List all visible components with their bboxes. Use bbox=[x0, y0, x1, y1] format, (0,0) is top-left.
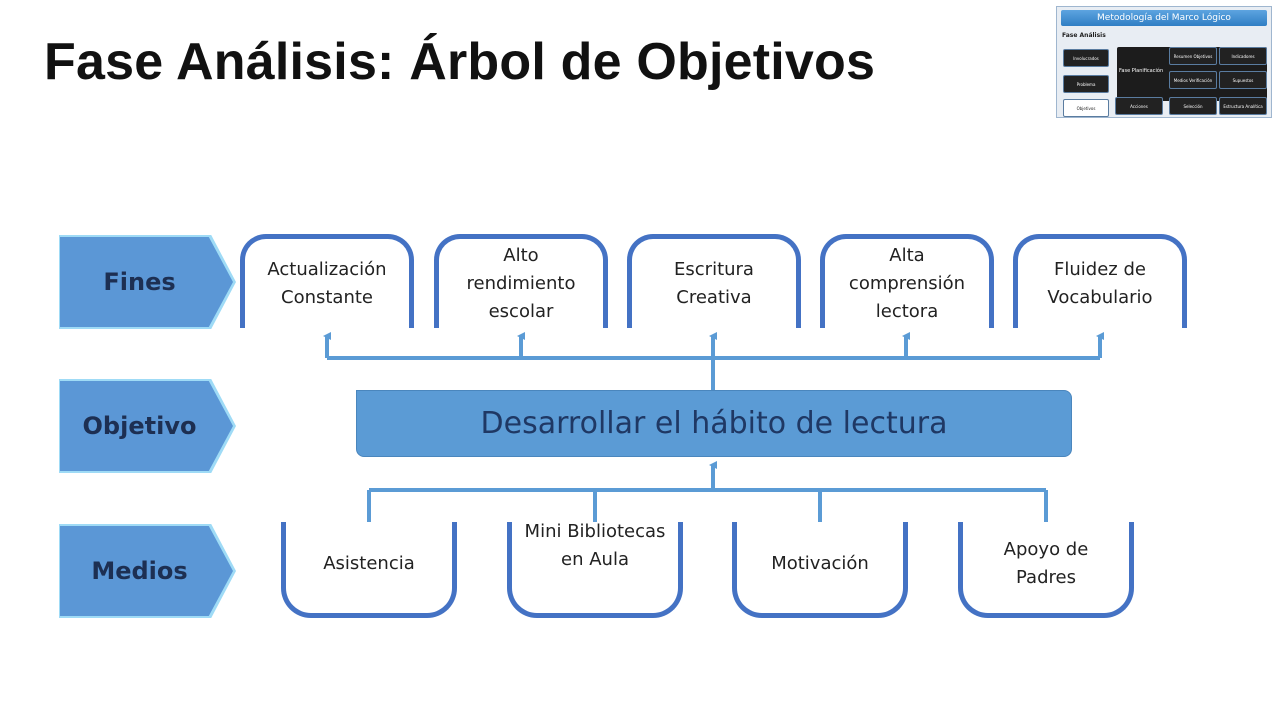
medio-box-2: Mini Bibliotecas en Aula bbox=[507, 521, 683, 618]
fin-label: Alto rendimiento escolar bbox=[466, 244, 576, 322]
medio-label: Mini Bibliotecas en Aula bbox=[524, 521, 666, 570]
thumbnail-phase-planning: Fase Planificación bbox=[1117, 51, 1165, 91]
fin-label: Alta comprensión lectora bbox=[848, 244, 966, 322]
thumbnail-item-acciones: Acciones bbox=[1115, 97, 1163, 115]
medio-label: Motivación bbox=[771, 553, 869, 574]
thumbnail-item-resumen: Resumen Objetivos bbox=[1169, 47, 1217, 65]
fin-box-4: Alta comprensión lectora bbox=[820, 234, 994, 328]
fin-box-3: Escritura Creativa bbox=[627, 234, 801, 328]
medio-box-3: Motivación bbox=[732, 522, 908, 618]
thumbnail-item-involucrados: Involucrados bbox=[1063, 49, 1109, 67]
fin-box-2: Alto rendimiento escolar bbox=[434, 234, 608, 328]
methodology-thumbnail: Metodología del Marco Lógico Fase Anális… bbox=[1056, 6, 1272, 118]
thumbnail-header: Metodología del Marco Lógico bbox=[1061, 10, 1267, 26]
thumbnail-item-medios-verificacion: Medios Verificación bbox=[1169, 71, 1217, 89]
page-title: Fase Análisis: Árbol de Objetivos bbox=[44, 33, 876, 91]
fin-label: Fluidez de Vocabulario bbox=[1047, 258, 1153, 308]
thumbnail-item-indicadores: Indicadores bbox=[1219, 47, 1267, 65]
thumbnail-item-estructura: Estructura Analítica bbox=[1219, 97, 1267, 115]
thumbnail-item-objetivos: Objetivos bbox=[1063, 99, 1109, 117]
thumbnail-phase-analysis: Fase Análisis bbox=[1062, 32, 1106, 39]
medio-label: Asistencia bbox=[323, 553, 415, 574]
fin-label: Actualización Constante bbox=[267, 258, 387, 308]
medio-label: Apoyo de Padres bbox=[1003, 539, 1089, 588]
thumbnail-item-problema: Problema bbox=[1063, 75, 1109, 93]
row-label-objetivo: Objetivo bbox=[60, 381, 233, 471]
row-label-fines: Fines bbox=[60, 237, 233, 327]
objective-box: Desarrollar el hábito de lectura bbox=[356, 390, 1072, 457]
medio-box-4: Apoyo de Padres bbox=[958, 522, 1134, 618]
thumbnail-item-seleccion: Selección bbox=[1169, 97, 1217, 115]
row-label-medios: Medios bbox=[60, 526, 233, 616]
fin-label: Escritura Creativa bbox=[674, 258, 754, 308]
fin-box-5: Fluidez de Vocabulario bbox=[1013, 234, 1187, 328]
thumbnail-item-supuestos: Supuestos bbox=[1219, 71, 1267, 89]
fin-box-1: Actualización Constante bbox=[240, 234, 414, 328]
medio-box-1: Asistencia bbox=[281, 522, 457, 618]
